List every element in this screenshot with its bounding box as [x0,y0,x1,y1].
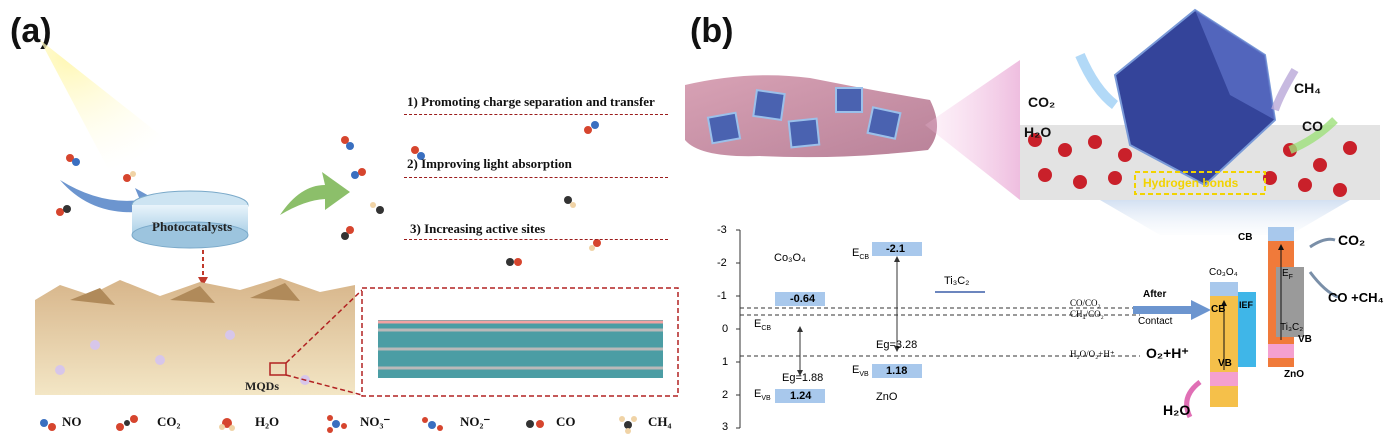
after-zno-label: ZnO [1284,369,1304,380]
legend-no2: NO₂⁻ [460,414,491,429]
after-vb-label: VB [1218,358,1232,369]
after-co2-label: CO₂ [1338,232,1366,248]
step-1: 1) Promoting charge separation and trans… [407,94,655,109]
step-1-line [404,114,668,115]
zno-eg: E​g=3.28 [876,339,918,351]
step-3-line [404,239,668,240]
terrain [35,278,355,395]
co2-molecule-icon [116,415,138,431]
after-label: After [1143,289,1167,300]
floating-molecules [56,121,601,266]
panel-a-illustration [35,40,679,397]
photocatalysts-label: Photocatalysts [152,219,233,234]
step-2-line [404,177,668,178]
co-molecule-icon [526,420,544,428]
hydrogen-bond-box [1134,171,1266,195]
axis-ticks [736,229,740,429]
ecb-label: ECB [754,318,772,333]
zno-cb-value: -2.1 [886,243,905,255]
legend-no3: NO₃⁻ [360,414,391,429]
no3-molecule-icon [327,415,347,433]
zno-cb-bar [872,242,922,256]
surface-atoms [1028,133,1357,197]
step-2: 2) Improving light absorption [407,156,572,171]
tick-0: 0 [722,323,729,335]
scene-co2: CO₂ [1028,94,1056,110]
legend-co2: CO₂ [157,414,181,429]
band-diagram [736,229,1140,429]
ch4-molecule-icon [619,416,637,434]
co3o4-vb-value: 1.24 [790,390,812,402]
hydrogen-bonds-label: Hydrogen bonds [1143,176,1239,190]
lower-cone [1100,200,1350,235]
after-contact-diagram [1184,227,1339,419]
after-h2o-label: H₂O [1163,402,1191,418]
legend-h2o: H₂O [255,414,280,429]
redox-h2o-o2: H₂O/O₂+H⁺ [1070,349,1115,359]
tick-neg2: -2 [717,257,727,269]
zno-vb-value: 1.18 [886,365,908,377]
light-beam [40,40,230,210]
after-contact-arrow-icon [1133,300,1211,320]
after-ti3c2-label: Ti₃C₂ [1280,322,1304,333]
redox-co-co2: CO/CO₂ [1070,298,1101,308]
ief-band [1238,292,1256,367]
ef-label: EF [1282,268,1293,281]
co3o4-eg: E​g=1.88 [782,372,824,384]
tick-3: 3 [722,421,729,433]
green-arrow-icon [280,172,350,215]
tick-neg1: -1 [717,290,727,302]
after-products-label: CO +CH₄ [1328,290,1384,305]
co3o4-cb-value: -0.64 [790,293,816,305]
no2-molecule-icon [422,417,443,431]
ti3c2-name: Ti₃C₂ [944,275,970,287]
panel-b-label: (b) [690,12,734,50]
h2o-molecule-icon [219,418,235,431]
zno-vb-bar [872,364,922,378]
ief-label: IEF [1239,300,1254,310]
after-cb-label-co3o4: CB [1211,304,1226,315]
tick-2: 2 [722,389,729,401]
scene-co: CO [1302,118,1323,134]
tick-neg3: -3 [717,224,727,236]
tick-1: 1 [722,356,729,368]
contact-label: Contact [1138,316,1173,327]
legend-icons [40,415,637,434]
co3o4-name: Co₃O₄ [774,252,806,264]
legend-co: CO [556,414,576,429]
after-co3o4-label: Co₃O₄ [1209,267,1238,278]
step-3: 3) Increasing active sites [410,221,546,236]
legend-no: NO [62,414,82,429]
nanocubes [706,87,902,149]
after-o2-label: O₂+H⁺ [1146,345,1189,361]
zno-evb-label: EVB [852,364,869,379]
co3o4-vb-bar [775,389,825,403]
scene-ch4: CH₄ [1294,80,1321,96]
zno-ecb-label: ECB [852,247,870,262]
co3o4-cb-bar [775,292,825,306]
no-molecule-icon [40,419,56,431]
panel-b-scene [685,8,1380,235]
mqds-label: MQDs [245,379,279,393]
after-vb-label-zno: VB [1298,334,1312,345]
redox-ch4-co2: CH₄/CO₂ [1070,309,1104,319]
zoom-cone [925,60,1020,200]
pink-sheet [685,75,938,158]
evb-label: EVB [754,388,771,403]
after-cb-label: CB [1238,232,1253,243]
zno-name: ZnO [876,391,898,403]
legend-ch4: CH₄ [648,414,672,429]
scene-h2o: H₂O [1024,124,1052,140]
